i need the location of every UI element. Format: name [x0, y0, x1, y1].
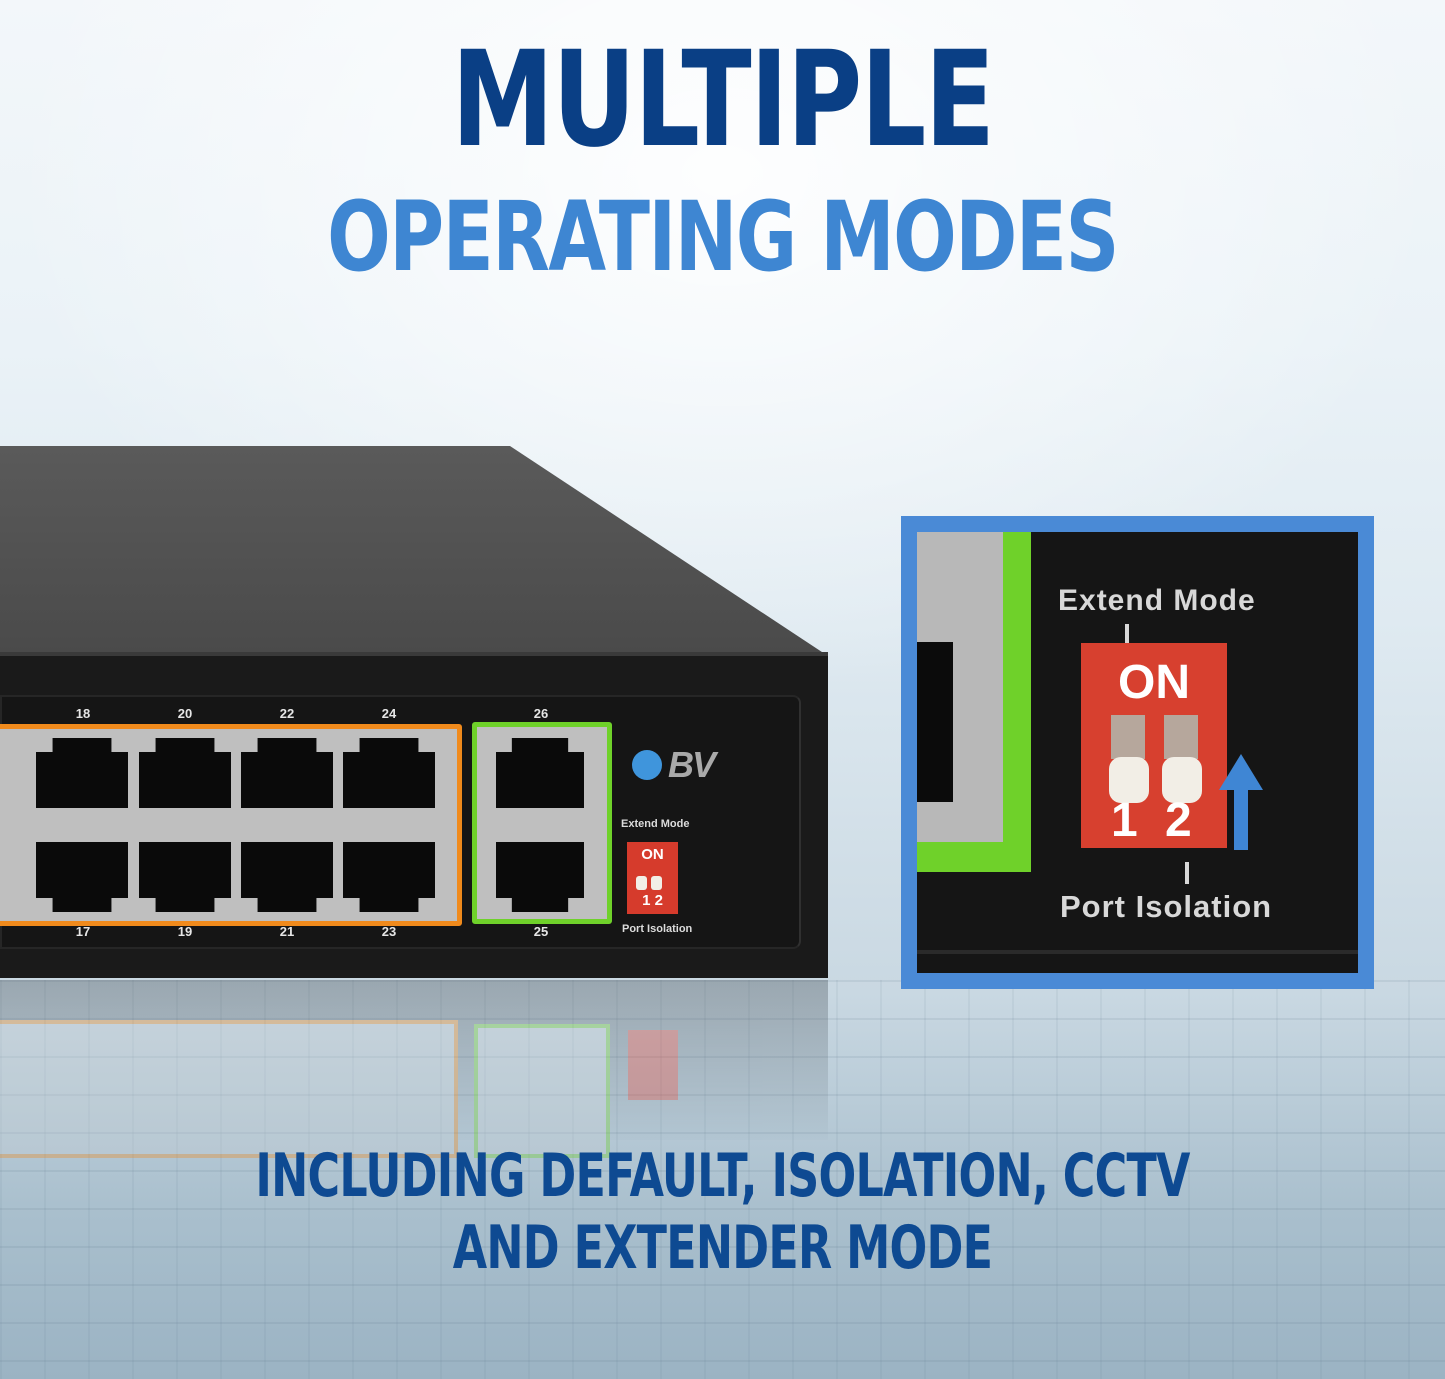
closeup-tick-top: [1125, 624, 1129, 646]
port-label-19: 19: [177, 924, 193, 939]
port-label-17: 17: [75, 924, 91, 939]
closeup-image: Extend Mode ON 1 2 Port Isolation: [917, 532, 1358, 973]
port-label-25: 25: [533, 924, 549, 939]
arrow-up-icon: [1219, 754, 1263, 790]
port-label-21: 21: [279, 924, 295, 939]
closeup-panel-edge: [917, 950, 1358, 954]
port-label-23: 23: [381, 924, 397, 939]
port-label-24: 24: [381, 706, 397, 721]
closeup-green-frame-bottom: [917, 842, 1031, 872]
dip-label-port-isolation: Port Isolation: [622, 923, 693, 935]
dip-toggle-1[interactable]: [636, 876, 647, 890]
port-label-20: 20: [177, 706, 193, 721]
closeup-port-opening: [917, 642, 953, 802]
dip-switch[interactable]: ON 1 2: [627, 842, 678, 914]
reflection-dip-switch: [628, 1030, 678, 1100]
closeup-toggle-1[interactable]: [1109, 757, 1149, 803]
brand-name: BV: [668, 744, 716, 785]
switch-reflection: [0, 980, 828, 1158]
closeup-track-2: [1164, 715, 1198, 759]
dip-numbers: 1 2: [642, 892, 663, 909]
logo-mark-icon: [632, 750, 662, 780]
reflection-port-group: [0, 1020, 458, 1158]
dip-label-extend-mode: Extend Mode: [621, 818, 690, 830]
arrow-up-icon-shaft: [1234, 788, 1248, 850]
headline-primary: MULTIPLE: [451, 23, 995, 177]
subheading-line-2: AND EXTENDER MODE: [452, 1213, 993, 1283]
background-pattern: [0, 980, 1445, 1379]
dip-on-label: ON: [641, 846, 664, 863]
closeup-track-1: [1111, 715, 1145, 759]
closeup-switch-1-number: 1: [1111, 794, 1138, 847]
subheading-line-1: INCLUDING DEFAULT, ISOLATION, CCTV: [255, 1141, 1190, 1211]
closeup-green-frame: [1003, 532, 1031, 872]
closeup-label-extend-mode: Extend Mode: [1058, 584, 1256, 617]
dip-switch-closeup: Extend Mode ON 1 2 Port Isolation: [901, 516, 1374, 989]
port-label-18: 18: [75, 706, 91, 721]
reflection-uplink-group: [474, 1024, 610, 1158]
closeup-toggle-2[interactable]: [1162, 757, 1202, 803]
brand-logo: BV: [632, 744, 762, 785]
closeup-on-label: ON: [1118, 656, 1190, 709]
closeup-dip-switch[interactable]: ON 1 2: [1081, 643, 1227, 848]
dip-toggle-2[interactable]: [651, 876, 662, 890]
closeup-tick-bottom: [1185, 862, 1189, 884]
port-label-22: 22: [279, 706, 295, 721]
headline-secondary: OPERATING MODES: [327, 181, 1119, 293]
closeup-label-port-isolation: Port Isolation: [1060, 889, 1273, 924]
port-label-26: 26: [533, 706, 549, 721]
closeup-switch-2-number: 2: [1165, 794, 1192, 847]
